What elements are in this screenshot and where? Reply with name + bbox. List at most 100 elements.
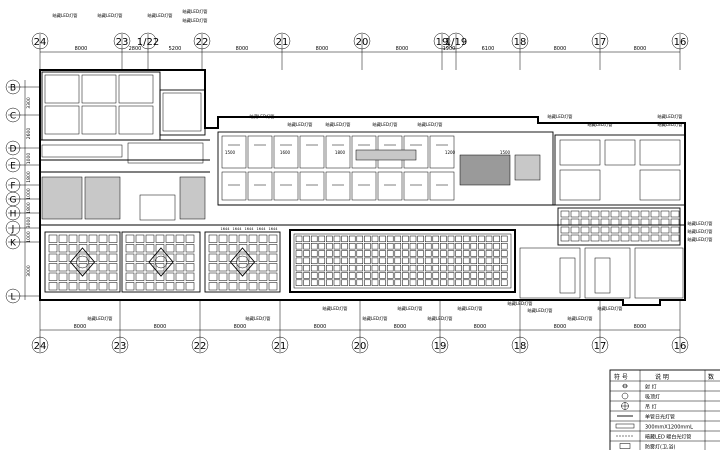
hall-tile <box>310 250 318 257</box>
axis-bubble <box>31 336 49 354</box>
deco-tile <box>145 282 155 291</box>
hall-tile <box>356 279 364 286</box>
hall-tile <box>447 235 455 243</box>
grid-tile <box>620 218 630 226</box>
axis-bubble <box>591 32 609 50</box>
hall-tile <box>455 279 462 286</box>
hall-tile <box>303 250 310 257</box>
dim-value: 8000 <box>314 324 327 330</box>
dim-value: 1000 <box>26 231 32 243</box>
room-dim: 1800 <box>335 150 346 155</box>
deco-tile <box>268 272 278 281</box>
hall-tile <box>341 243 348 250</box>
hall-tile <box>303 264 310 272</box>
grid-tile <box>560 226 570 234</box>
deco-tile <box>48 263 58 272</box>
hall-tile <box>295 279 303 286</box>
hall-tile <box>409 250 417 257</box>
deco-tile <box>145 272 155 281</box>
hall-tile <box>424 279 432 286</box>
deco-tile <box>98 272 108 281</box>
grid-tile <box>650 210 660 218</box>
hall-tile <box>424 235 432 243</box>
deco-tile <box>145 244 155 253</box>
corridor-left-strip <box>41 142 206 221</box>
hall-tile <box>417 264 424 272</box>
led-label: 暗藏LED灯管 <box>598 305 623 312</box>
hall-tile <box>310 264 318 272</box>
slot-light-icon <box>619 443 631 449</box>
deco-tile <box>238 253 248 262</box>
grid-tile <box>630 226 640 234</box>
hall-tile <box>478 257 485 264</box>
deco-tile <box>185 272 195 281</box>
hall-tile <box>455 235 462 243</box>
hall-tile <box>462 264 470 272</box>
hall-tile <box>379 272 386 279</box>
axis-label: 16 <box>674 37 687 48</box>
legend-desc: 300mmX1200mmL <box>645 425 693 431</box>
hall-tile <box>455 264 462 272</box>
deco-tile <box>78 234 88 243</box>
hall-tile <box>485 257 493 264</box>
hall-tile <box>432 272 440 279</box>
legend-desc: 吊 灯 <box>645 404 657 411</box>
hall-tile <box>379 264 386 272</box>
dim-value: 8000 <box>154 324 167 330</box>
hall-tile <box>470 250 478 257</box>
hall-tile <box>341 250 348 257</box>
deco-tile <box>78 253 88 262</box>
deco-tile <box>155 244 165 253</box>
grid-tile <box>590 210 600 218</box>
hall-inner <box>293 233 512 289</box>
hall-tile <box>386 264 394 272</box>
axis-label: H <box>10 210 17 220</box>
deco-tile <box>58 272 68 281</box>
led-label: 暗藏LED灯管 <box>528 307 553 314</box>
deco-tile <box>88 244 98 253</box>
hall-tile <box>402 250 409 257</box>
room-dim: 1500 <box>225 150 236 155</box>
hall-tile <box>371 257 379 264</box>
axis-bubble <box>511 336 529 354</box>
deco-tile <box>88 282 98 291</box>
led-label: 暗藏LED灯管 <box>250 113 275 120</box>
hall-tile <box>310 257 318 264</box>
hall-tile <box>478 243 485 250</box>
hall-tile <box>485 264 493 272</box>
hall-tile <box>470 257 478 264</box>
hall-tile <box>402 279 409 286</box>
deco-tile <box>258 244 268 253</box>
deco-tile <box>98 244 108 253</box>
deco-tile <box>98 282 108 291</box>
axis-label: 19 <box>436 37 449 48</box>
hall-tile <box>318 264 326 272</box>
deco-tile <box>218 263 228 272</box>
right-office-block <box>459 134 686 206</box>
ceiling-lamp-icon <box>621 392 629 400</box>
office-cell <box>299 171 325 201</box>
hall-tile <box>341 272 348 279</box>
cell-dim: 1644 <box>269 227 279 231</box>
hall-tile <box>310 243 318 250</box>
axis-bubble <box>351 336 369 354</box>
deco-tile <box>175 282 185 291</box>
deco-tile <box>155 272 165 281</box>
hall-tile <box>440 243 447 250</box>
deco-tile <box>165 234 175 243</box>
hall-tile <box>333 279 341 286</box>
office-cell <box>221 135 247 169</box>
deco-tile <box>175 244 185 253</box>
hall-tile <box>478 279 485 286</box>
pendant-lamp <box>236 255 249 269</box>
led-label: 暗藏LED灯管 <box>88 315 113 322</box>
deco-tile <box>125 253 135 262</box>
deco-tile <box>185 244 195 253</box>
hall-tile <box>394 235 402 243</box>
dim-value: 3000 <box>26 265 32 277</box>
hall-tile <box>341 257 348 264</box>
dim-value: 8000 <box>74 324 87 330</box>
deco-tile <box>185 263 195 272</box>
